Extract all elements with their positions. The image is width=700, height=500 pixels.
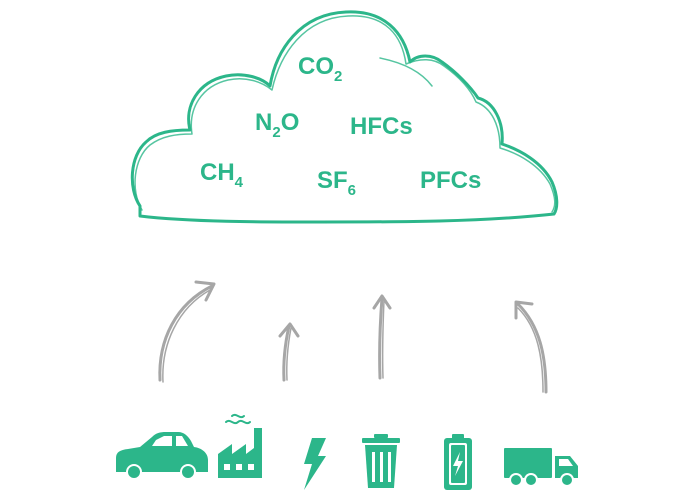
- gas-co2-main: CO: [298, 53, 334, 80]
- truck-icon: [504, 448, 578, 487]
- cloud-bump-sketch: [379, 57, 433, 87]
- gas-labels: CO2 N2O HFCs CH4 SF6 PFCs: [200, 53, 481, 199]
- factory-icon: [218, 413, 262, 478]
- arrows: [158, 280, 548, 394]
- car-icon: [116, 432, 208, 480]
- gas-hfcs: HFCs: [350, 113, 413, 140]
- trash-can-icon: [362, 434, 400, 488]
- gas-ch4-main: CH: [200, 159, 235, 186]
- gas-co2-subscript: 2: [334, 68, 342, 85]
- gas-sf6-main: SF: [317, 167, 348, 194]
- gas-co2: CO2: [298, 53, 342, 85]
- gas-sf6-subscript: 6: [348, 182, 356, 199]
- curved-arrow-up-left-icon: [514, 300, 548, 394]
- cloud-outline: [130, 10, 559, 224]
- cloud-outline-sketch: [134, 15, 556, 213]
- gas-pfcs: PFCs: [420, 167, 481, 194]
- gas-n2o: N2O: [255, 109, 299, 141]
- cloud: [130, 10, 559, 224]
- gas-n2o-main: N: [255, 109, 272, 136]
- gas-n2o-tail: O: [281, 109, 300, 136]
- battery-icon: [444, 434, 472, 490]
- gas-n2o-subscript: 2: [272, 124, 280, 141]
- gas-ch4: CH4: [200, 159, 244, 191]
- arrow-up-icon: [372, 294, 392, 380]
- gas-ch4-subscript: 4: [235, 174, 244, 191]
- gas-sf6: SF6: [317, 167, 356, 199]
- lightning-bolt-icon: [304, 438, 326, 490]
- curved-arrow-up-right-icon: [158, 280, 216, 383]
- source-icons: [116, 413, 578, 490]
- arrow-up-icon: [278, 322, 300, 382]
